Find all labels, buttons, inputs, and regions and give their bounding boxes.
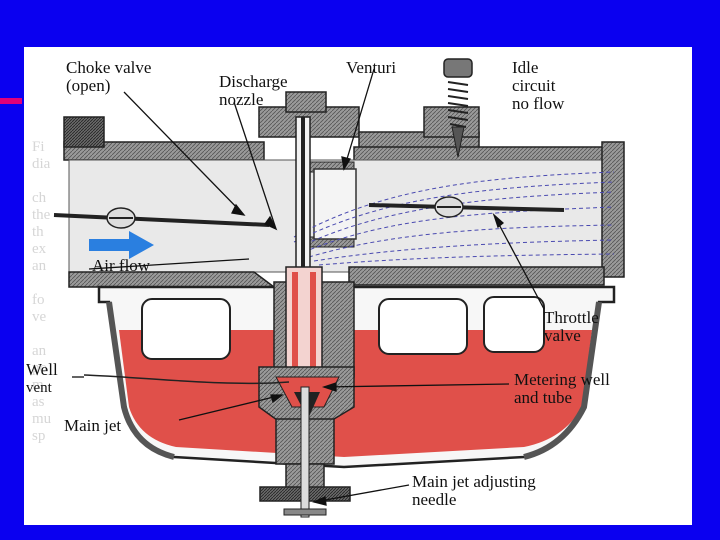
label-discharge: Discharge [219,72,288,91]
label-circuit: circuit [512,76,556,95]
label-valve: valve [544,326,581,345]
label-no-flow: no flow [512,94,565,113]
air-stream-lines [293,171,615,266]
leader-lines [72,68,545,506]
idle-adjusting-screw [443,58,473,158]
diagram-labels: Choke valve (open) Discharge nozzle Vent… [26,58,610,509]
label-vent: vent [26,380,53,396]
float-bowl [97,285,616,469]
carburetor-body [63,91,625,288]
label-choke-valve-state: (open) [66,76,110,95]
label-main-jet: Main jet [64,416,121,435]
throttle-valve-plate [368,196,565,218]
carburetor-diagram: Choke valve (open) Discharge nozzle Vent… [26,58,625,518]
slide-accent-bar [0,98,22,104]
label-needle: needle [412,490,456,509]
airflow-arrow [89,231,154,259]
label-throttle: Throttle [544,308,599,327]
label-metering-well: Metering well [514,370,610,389]
label-main-jet-adjusting: Main jet adjusting [412,472,536,491]
label-idle: Idle [512,58,538,77]
label-well: Well [26,360,58,379]
central-nozzle-assembly [83,116,355,518]
label-air-flow: Air flow [92,256,151,275]
choke-valve-plate [53,207,270,229]
label-choke-valve: Choke valve [66,58,151,77]
label-nozzle: nozzle [219,90,263,109]
label-and-tube: and tube [514,388,572,407]
label-venturi: Venturi [346,58,396,77]
